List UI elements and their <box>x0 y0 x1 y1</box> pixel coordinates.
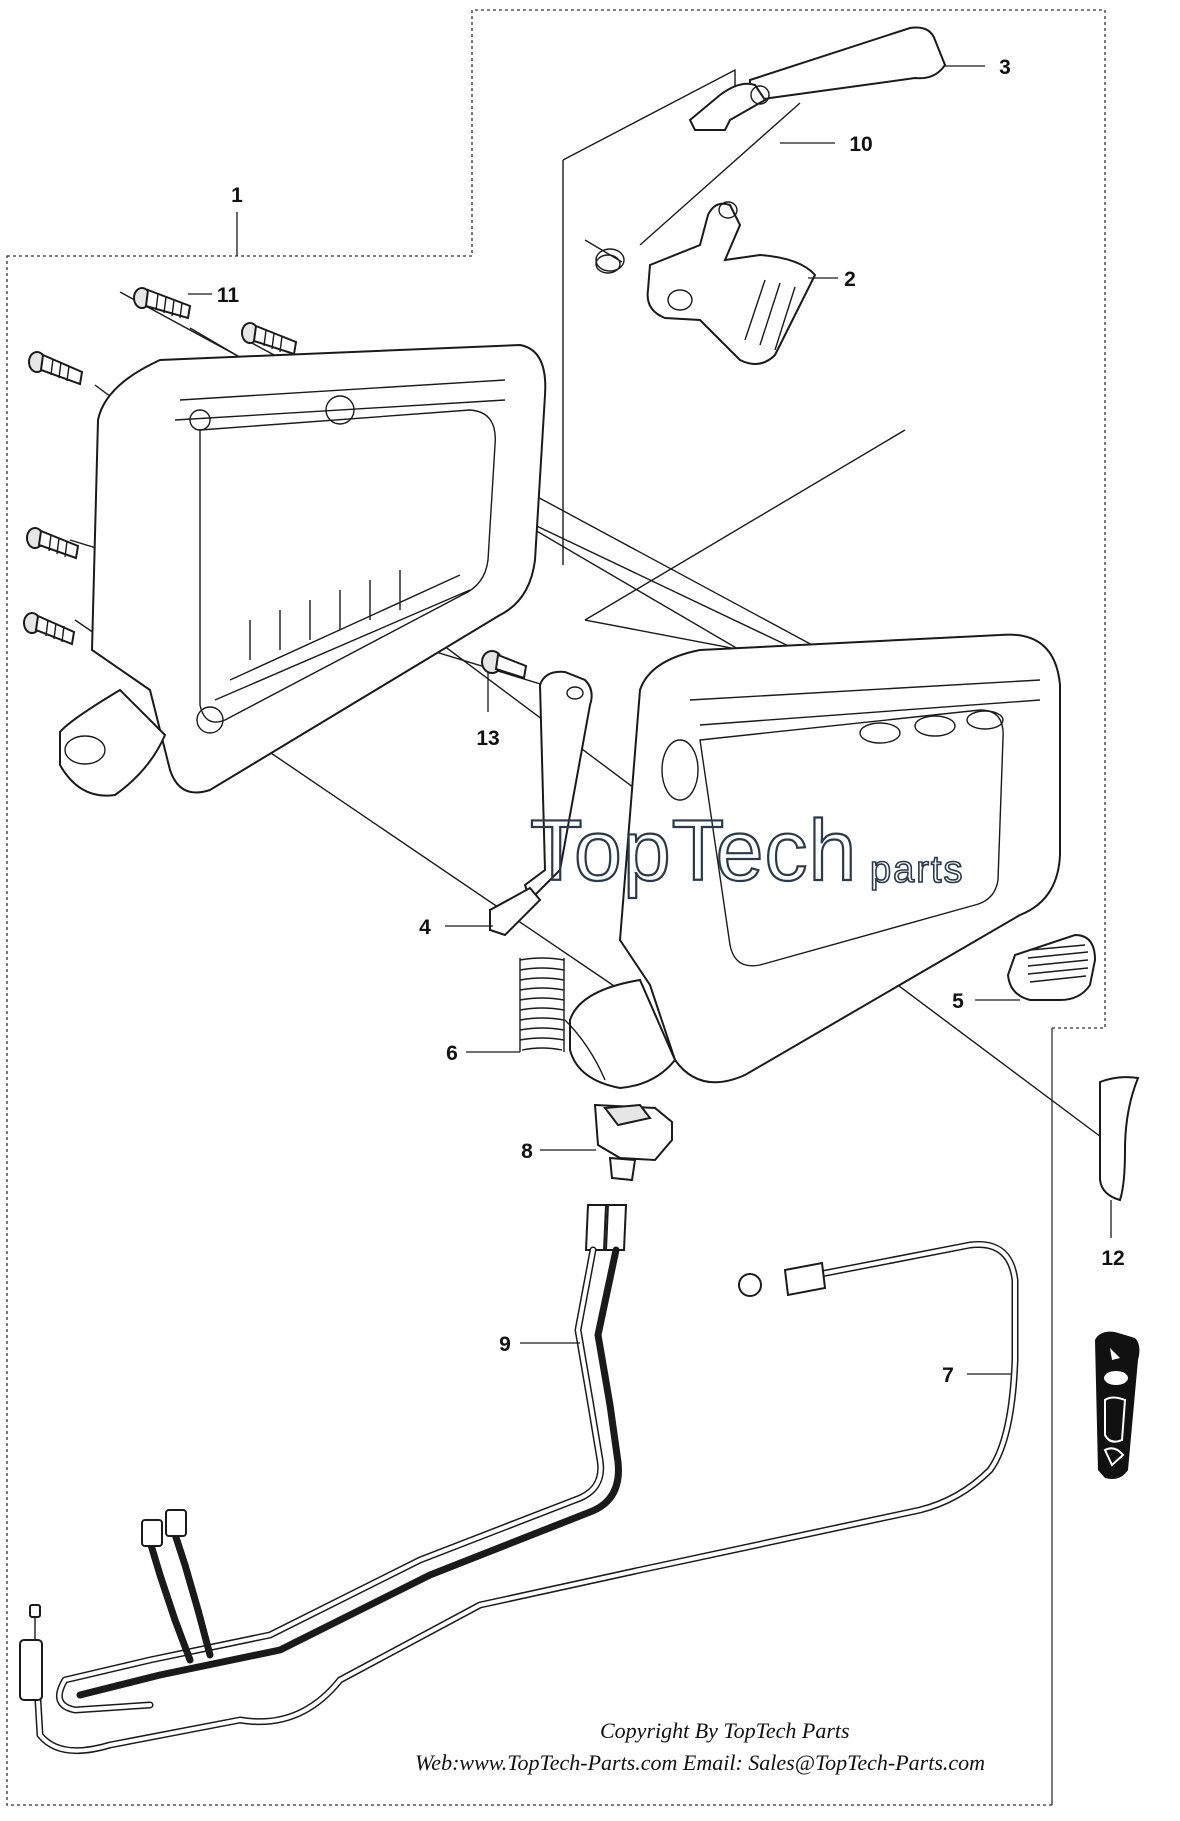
copyright-line-2: Web:www.TopTech-Parts.com Email: Sales@T… <box>415 1750 985 1775</box>
screw-11b <box>241 322 298 356</box>
pin-13 <box>481 650 528 680</box>
callout-4: 4 <box>419 916 431 939</box>
wire-harness <box>55 1204 628 1714</box>
callout-2: 2 <box>844 268 856 291</box>
throttle-lock-lever <box>688 26 947 131</box>
callout-5: 5 <box>952 990 964 1013</box>
stop-switch <box>593 1103 673 1182</box>
coil-spring <box>519 957 565 1052</box>
grip-pad <box>1099 1076 1140 1202</box>
screw-11e <box>23 612 76 646</box>
callout-3: 3 <box>999 56 1011 79</box>
watermark-suffix: parts <box>870 849 964 891</box>
leader-lines <box>188 65 1112 1375</box>
callout-8: 8 <box>521 1140 533 1163</box>
callout-12: 12 <box>1101 1247 1124 1270</box>
screw-group <box>23 287 298 646</box>
callout-9: 9 <box>499 1333 511 1356</box>
watermark-brand: TopTech <box>530 803 857 899</box>
subassembly-outline <box>562 68 906 666</box>
right-handle-half <box>564 633 1061 1090</box>
callout-1: 1 <box>231 184 243 207</box>
screw-11d <box>26 527 80 560</box>
callout-6: 6 <box>446 1042 458 1065</box>
callout-13: 13 <box>476 727 499 750</box>
callout-10: 10 <box>849 133 872 156</box>
spring-wire <box>584 102 801 274</box>
throttle-trigger <box>646 201 817 365</box>
stop-button <box>1006 933 1097 1001</box>
screw-11c <box>28 351 84 386</box>
copyright-line-1: Copyright By TopTech Parts <box>600 1718 850 1743</box>
warning-decal <box>1095 1331 1140 1479</box>
screw-11a <box>133 287 192 320</box>
callout-7: 7 <box>942 1364 954 1387</box>
throttle-cable <box>19 1240 1019 1755</box>
callout-11: 11 <box>217 284 240 307</box>
left-handle-half <box>59 343 547 797</box>
lockout-lever <box>489 670 593 937</box>
group-boundary-1 <box>6 9 1106 1806</box>
